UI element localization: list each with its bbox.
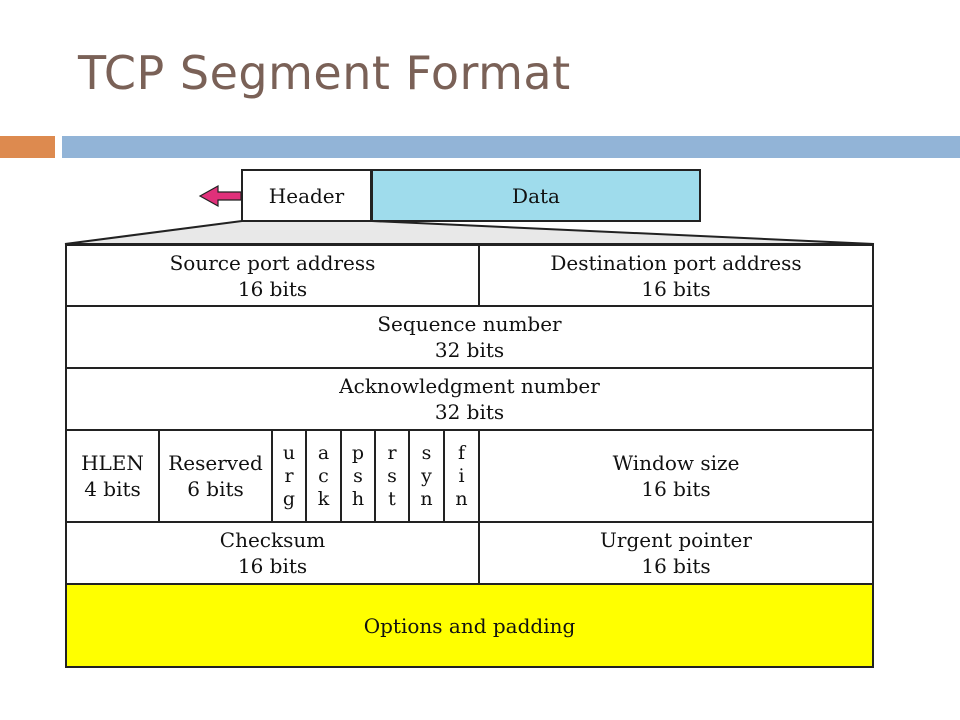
flag-letter: y (421, 464, 432, 487)
field-size: 6 bits (187, 477, 244, 501)
flag-letter: s (387, 464, 397, 487)
acknowledgment-number-field: Acknowledgment number 32 bits (65, 367, 874, 431)
source-port-field: Source port address 16 bits (65, 244, 480, 307)
flag-letter: t (388, 487, 396, 510)
page-title: TCP Segment Format (78, 46, 571, 100)
field-size: 32 bits (434, 338, 505, 362)
flag-letter: h (351, 487, 365, 510)
flag-letter: s (353, 464, 363, 487)
field-name: Reserved (168, 451, 263, 475)
flag-letter: p (351, 441, 365, 464)
flag-letter: c (318, 464, 329, 487)
field-size: 16 bits (237, 554, 308, 578)
field-size: 32 bits (434, 400, 505, 424)
flag-letter: f (457, 441, 466, 464)
field-size: 16 bits (641, 276, 711, 301)
field-name: Sequence number (377, 312, 562, 336)
checksum-field: Checksum 16 bits (65, 521, 480, 585)
flag-letter: a (317, 441, 330, 464)
reserved-field: Reserved 6 bits (158, 429, 273, 523)
expansion-projection (64, 220, 875, 245)
field-size: 16 bits (237, 276, 308, 301)
field-name: Window size (612, 451, 740, 475)
flag-letter: k (317, 487, 330, 510)
sequence-number-field: Sequence number 32 bits (65, 305, 874, 369)
hlen-field: HLEN 4 bits (65, 429, 160, 523)
flag-urg: u r g (271, 429, 307, 523)
flag-ack: a c k (305, 429, 342, 523)
field-size: 4 bits (84, 477, 141, 501)
flag-letter: u (282, 441, 296, 464)
field-name: Destination port address (550, 250, 802, 275)
segment-header-box: Header (241, 169, 372, 222)
window-size-field: Window size 16 bits (478, 429, 874, 523)
flag-letter: r (387, 441, 397, 464)
field-name: Acknowledgment number (339, 374, 600, 398)
flag-fin: f i n (443, 429, 480, 523)
arrow-left-icon (198, 184, 242, 208)
field-name: HLEN (81, 451, 144, 475)
destination-port-field: Destination port address 16 bits (478, 244, 874, 307)
field-name: Checksum (219, 528, 326, 552)
flag-psh: p s h (340, 429, 376, 523)
urgent-pointer-field: Urgent pointer 16 bits (478, 521, 874, 585)
field-name: Urgent pointer (600, 528, 752, 552)
options-and-padding-field: Options and padding (65, 583, 874, 668)
flag-syn: s y n (408, 429, 445, 523)
accent-bar-blue (62, 136, 960, 158)
field-size: 16 bits (641, 477, 711, 501)
accent-bar-orange (0, 136, 55, 158)
flag-letter: s (421, 441, 432, 464)
flag-letter: r (284, 464, 294, 487)
field-size: 16 bits (641, 554, 711, 578)
flag-letter: i (458, 464, 465, 487)
flag-letter: g (282, 487, 296, 510)
segment-data-box: Data (371, 169, 701, 222)
field-name: Source port address (169, 250, 376, 275)
flag-letter: n (420, 487, 433, 510)
flag-letter: n (455, 487, 468, 510)
flag-rst: r s t (374, 429, 410, 523)
field-name: Options and padding (363, 613, 576, 638)
